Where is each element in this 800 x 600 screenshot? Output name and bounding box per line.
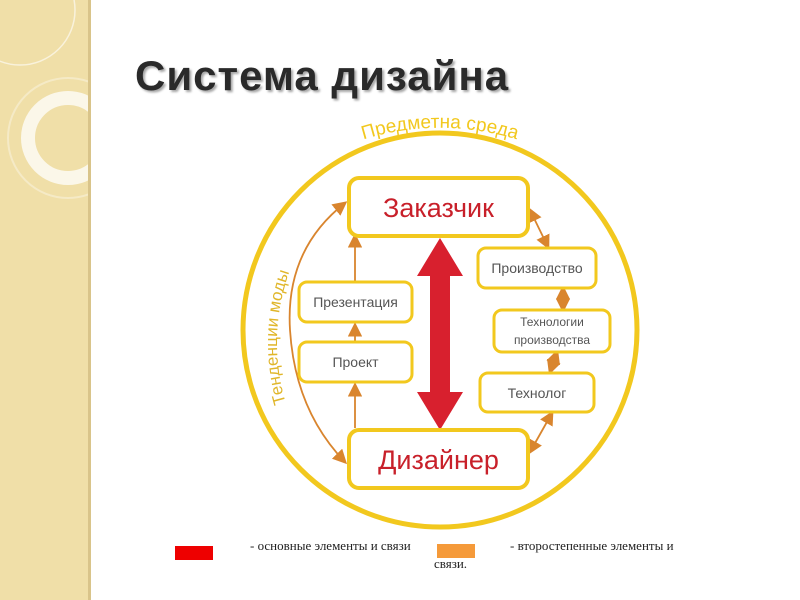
node-designer: Дизайнер bbox=[347, 428, 530, 490]
node-tech-production: Технологии производства bbox=[492, 308, 612, 354]
technologist-label: Технолог bbox=[508, 385, 567, 401]
node-customer: Заказчик bbox=[347, 176, 530, 238]
secondary-arrows bbox=[288, 201, 571, 465]
node-technologist: Технолог bbox=[478, 371, 596, 414]
slide-title: Система дизайна bbox=[135, 52, 510, 99]
legend-primary-label: - основные элементы и связи bbox=[250, 538, 411, 553]
technologist-designer-arrow bbox=[528, 410, 554, 455]
legend-secondary-label-line2: связи. bbox=[434, 556, 468, 571]
legend-secondary-swatch bbox=[437, 544, 475, 558]
node-production: Производство bbox=[476, 246, 598, 290]
fashion-trends-label: Тенденции моды bbox=[262, 267, 293, 407]
decorative-circles bbox=[0, 0, 88, 199]
presentation-label: Презентация bbox=[313, 294, 398, 310]
environment-ring bbox=[240, 130, 640, 530]
node-presentation: Презентация bbox=[297, 280, 414, 324]
trend-link-arrow bbox=[288, 201, 348, 465]
tech-production-label-line1: Технологии bbox=[520, 315, 584, 329]
customer-production-arrow bbox=[528, 207, 550, 250]
customer-label: Заказчик bbox=[383, 193, 494, 223]
legend-secondary-label-line1: - второстепенные элементы и bbox=[510, 538, 674, 553]
legend-primary-swatch bbox=[175, 546, 213, 560]
node-project: Проект bbox=[297, 340, 414, 384]
tech-technologist-arrow bbox=[546, 349, 561, 375]
slide-sidebar bbox=[0, 0, 88, 600]
tech-production-label-line2: производства bbox=[514, 333, 590, 347]
designer-label: Дизайнер bbox=[378, 445, 499, 475]
sidebar-divider bbox=[88, 0, 91, 600]
main-link-arrow bbox=[417, 238, 463, 430]
project-label: Проект bbox=[332, 354, 379, 370]
production-label: Производство bbox=[491, 260, 582, 276]
